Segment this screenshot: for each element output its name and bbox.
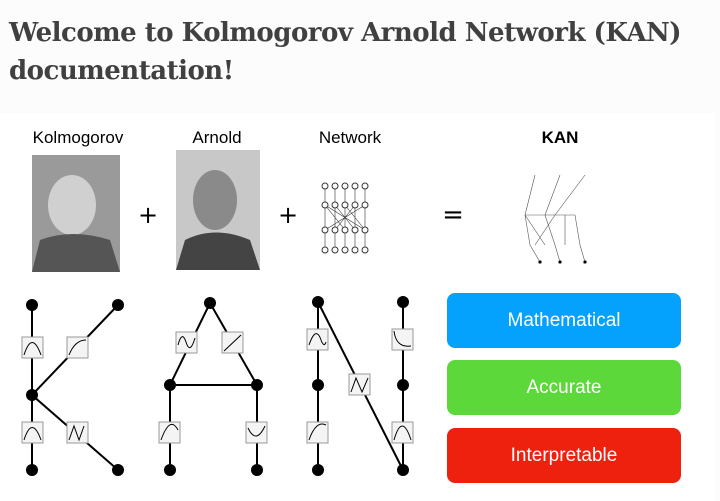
page-title: Welcome to Kolmogorov Arnold Network (KA… bbox=[9, 18, 682, 86]
kolmogorov-photo bbox=[32, 155, 120, 272]
equals-operator: = bbox=[442, 200, 464, 230]
accurate-badge: Accurate bbox=[447, 360, 681, 415]
label-kolmogorov: Kolmogorov bbox=[33, 128, 124, 147]
arnold-photo bbox=[176, 150, 260, 270]
activation-function-boxes bbox=[21, 328, 414, 444]
plus-operator-2: + bbox=[278, 201, 298, 229]
letter-a-diagram bbox=[164, 297, 263, 476]
letter-k-diagram bbox=[26, 299, 124, 476]
label-kan: KAN bbox=[542, 128, 579, 147]
mathematical-badge: Mathematical bbox=[447, 293, 681, 348]
label-arnold: Arnold bbox=[192, 128, 241, 147]
plus-operator-1: + bbox=[138, 201, 158, 229]
interpretable-badge: Interpretable bbox=[447, 428, 681, 483]
kan-network-icon bbox=[524, 174, 587, 264]
label-network: Network bbox=[319, 128, 382, 147]
figure-graphic: Kolmogorov Arnold Network KAN + + = bbox=[21, 128, 587, 476]
mlp-network-icon bbox=[321, 182, 369, 254]
